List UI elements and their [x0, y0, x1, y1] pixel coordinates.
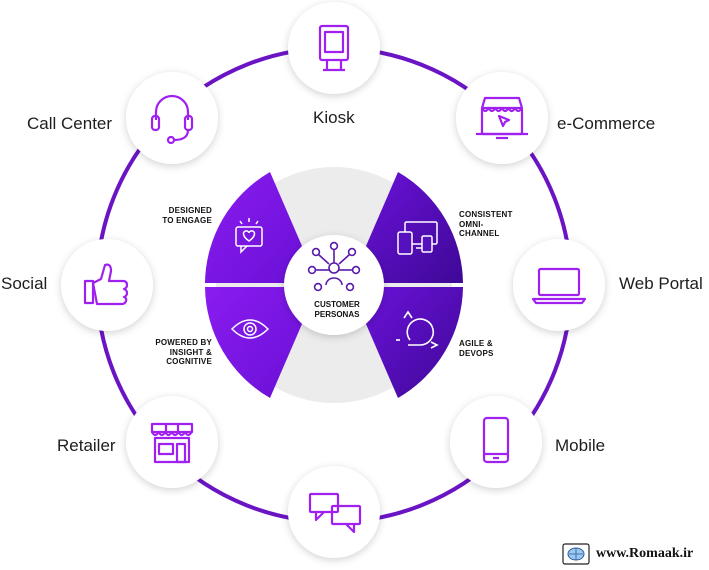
storefront-icon [150, 422, 194, 464]
eye-icon [230, 319, 270, 339]
channel-label-callcenter: Call Center [27, 114, 113, 133]
channel-label-webportal: Web Portal [619, 274, 703, 293]
headset-icon [150, 94, 194, 145]
caption-powered: POWERED BY INSIGHT & COGNITIVE [155, 338, 212, 366]
chat-bubbles-icon [308, 492, 362, 534]
shop-laptop-icon [476, 96, 528, 140]
watermark: www.Romaak.ir [562, 543, 693, 565]
channel-node-callcenter [126, 72, 218, 164]
channel-node-webportal [513, 239, 605, 331]
channel-label-mobile: Mobile [555, 436, 606, 455]
channel-label-kiosk: Kiosk [313, 108, 355, 127]
cycle-arrow-icon [396, 310, 439, 349]
center-circle [284, 235, 384, 335]
channel-node-chat [288, 466, 380, 558]
watermark-text: www.Romaak.ir [596, 546, 694, 561]
channel-node-retailer [126, 396, 218, 488]
channel-circle [61, 239, 153, 331]
caption-designed: DESIGNED TO ENGAGE [162, 206, 212, 225]
multi-device-icon [397, 221, 438, 255]
site-logo-icon [562, 543, 590, 565]
segment-consistent [366, 172, 463, 283]
caption-consistent: CONSISTENT OMNI- CHANNEL [459, 210, 513, 238]
channel-circle [126, 72, 218, 164]
heart-chat-icon [235, 218, 263, 254]
segment-powered [205, 287, 302, 398]
channel-label-retailer: Retailer [57, 436, 116, 455]
network-person-icon [307, 241, 361, 292]
laptop-icon [531, 267, 587, 305]
thumbs-up-icon [83, 263, 129, 306]
channel-node-social [61, 239, 153, 331]
smartphone-icon [482, 416, 510, 464]
channel-circle [288, 2, 380, 94]
channel-label-ecommerce: e-Commerce [557, 114, 656, 133]
kiosk-icon [318, 24, 350, 72]
channel-circle [126, 396, 218, 488]
channel-label-social: Social [1, 274, 48, 293]
segment-agile [366, 287, 463, 398]
center-title: CUSTOMER PERSONAS [314, 300, 360, 319]
channel-node-kiosk [288, 2, 380, 94]
channel-node-mobile [450, 396, 542, 488]
caption-agile: AGILE & DEVOPS [459, 339, 494, 358]
channel-circle [513, 239, 605, 331]
channel-circle [450, 396, 542, 488]
channel-node-ecommerce [456, 72, 548, 164]
